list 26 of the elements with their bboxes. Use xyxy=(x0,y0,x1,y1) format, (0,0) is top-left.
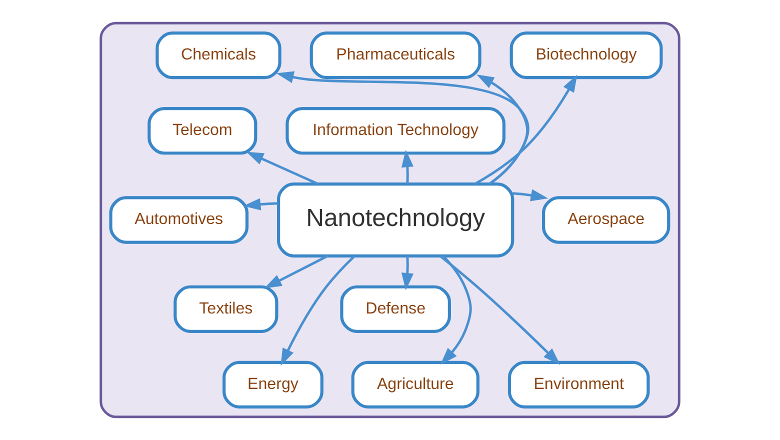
node-box: Nanotechnology xyxy=(277,182,514,258)
arrow xyxy=(246,152,318,186)
node-box: Textiles xyxy=(174,285,278,333)
node-box: Agriculture xyxy=(351,360,480,409)
node-box: Aerospace xyxy=(542,196,670,244)
node-box: Environment xyxy=(508,360,650,409)
node-box: Pharmaceuticals xyxy=(310,31,482,80)
arrow xyxy=(401,256,414,290)
arrow xyxy=(440,255,472,365)
node-box: Chemicals xyxy=(156,31,282,80)
arrow xyxy=(401,150,414,184)
arrow xyxy=(264,254,328,288)
node-box: Telecom xyxy=(148,107,258,155)
node-box: Information Technology xyxy=(286,107,506,155)
arrow xyxy=(280,255,356,366)
cluster xyxy=(100,22,680,418)
node-box: Biotechnology xyxy=(510,31,663,80)
arrow xyxy=(243,198,278,210)
node-box: Defense xyxy=(340,285,451,333)
arrow xyxy=(439,255,560,365)
arrow xyxy=(474,74,578,186)
arrow xyxy=(276,71,530,185)
arrow xyxy=(512,189,548,202)
node-box: Automotives xyxy=(109,196,249,244)
node-box: Energy xyxy=(222,360,324,409)
arrow xyxy=(476,74,529,185)
